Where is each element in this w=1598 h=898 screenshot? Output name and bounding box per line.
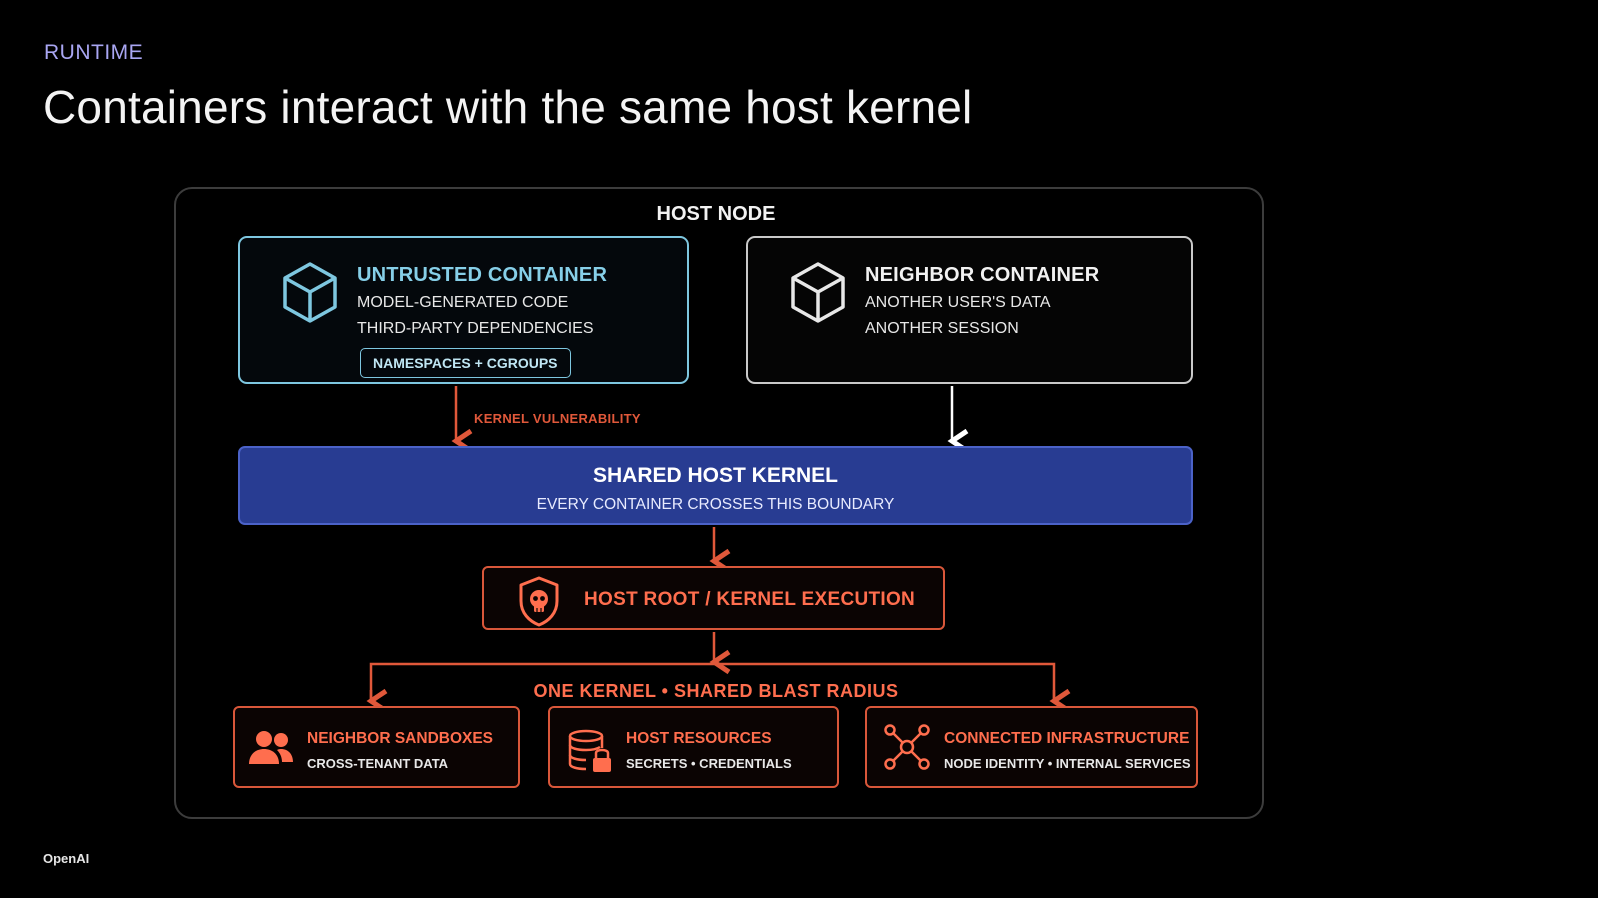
neighbor-line-2: ANOTHER SESSION xyxy=(865,320,1019,337)
impact-2-subtitle: SECRETS • CREDENTIALS xyxy=(626,756,792,771)
impact-3-title: CONNECTED INFRASTRUCTURE xyxy=(944,730,1190,747)
kernel-vulnerability-label: KERNEL VULNERABILITY xyxy=(474,411,641,426)
host-root-box: HOST ROOT / KERNEL EXECUTION xyxy=(482,566,945,630)
neighbor-title: NEIGHBOR CONTAINER xyxy=(865,264,1100,286)
impact-host-resources: HOST RESOURCES SECRETS • CREDENTIALS xyxy=(548,706,839,788)
skull-shield-icon xyxy=(519,576,559,627)
impact-1-title: NEIGHBOR SANDBOXES xyxy=(307,730,494,747)
impact-neighbor-sandboxes: NEIGHBOR SANDBOXES CROSS-TENANT DATA xyxy=(233,706,520,788)
slide-title: Containers interact with the same host k… xyxy=(43,81,973,133)
slide-eyebrow: RUNTIME xyxy=(44,41,144,64)
footer-brand: OpenAI xyxy=(43,851,90,866)
locked-database-icon xyxy=(568,729,611,772)
untrusted-container-box: UNTRUSTED CONTAINER MODEL-GENERATED CODE… xyxy=(238,236,689,384)
untrusted-title: UNTRUSTED CONTAINER xyxy=(357,264,608,286)
branch-line xyxy=(369,662,1056,701)
impact-3-subtitle: NODE IDENTITY • INTERNAL SERVICES xyxy=(944,756,1191,771)
neighbor-line-1: ANOTHER USER'S DATA xyxy=(865,294,1051,311)
host-root-label: HOST ROOT / KERNEL EXECUTION xyxy=(584,589,916,610)
namespaces-badge: NAMESPACES + CGROUPS xyxy=(360,348,571,378)
neighbor-container-box: NEIGHBOR CONTAINER ANOTHER USER'S DATA A… xyxy=(746,236,1193,384)
kernel-subtitle: EVERY CONTAINER CROSSES THIS BOUNDARY xyxy=(536,496,895,513)
users-icon xyxy=(249,731,293,764)
host-node-label: HOST NODE xyxy=(656,203,776,225)
impact-connected-infrastructure: CONNECTED INFRASTRUCTURE NODE IDENTITY •… xyxy=(865,706,1198,788)
impact-2-title: HOST RESOURCES xyxy=(626,730,772,747)
network-icon xyxy=(884,724,930,770)
kernel-title: SHARED HOST KERNEL xyxy=(592,464,839,487)
blast-radius-label: ONE KERNEL • SHARED BLAST RADIUS xyxy=(533,681,899,701)
impact-1-subtitle: CROSS-TENANT DATA xyxy=(307,756,449,771)
shared-host-kernel-box: SHARED HOST KERNEL EVERY CONTAINER CROSS… xyxy=(238,446,1193,525)
cube-icon xyxy=(791,262,845,323)
untrusted-line-2: THIRD-PARTY DEPENDENCIES xyxy=(357,320,594,337)
cube-icon xyxy=(283,262,337,323)
untrusted-line-1: MODEL-GENERATED CODE xyxy=(357,294,569,311)
